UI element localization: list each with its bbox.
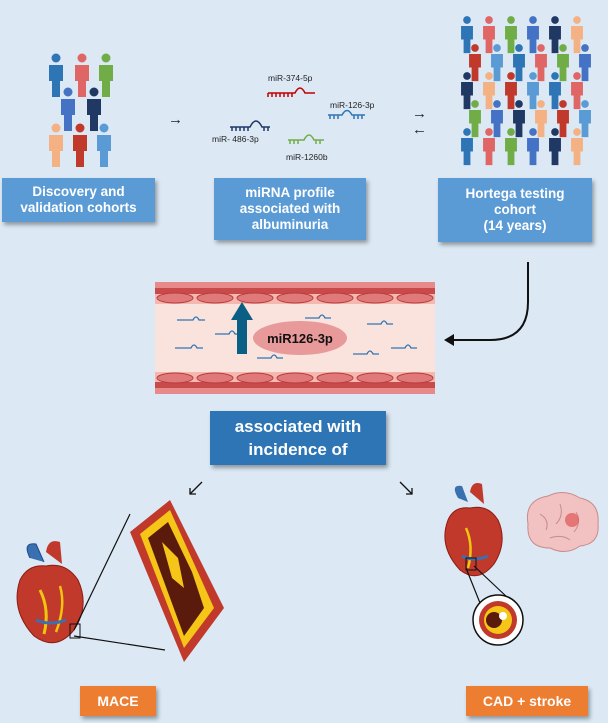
associated-box: associated with incidence of — [210, 411, 386, 465]
heart-icon — [16, 541, 84, 644]
arrow-right-icon: → — [412, 105, 427, 122]
crowd-icon — [461, 16, 591, 166]
zoom-lines — [465, 557, 509, 609]
brain-icon — [526, 492, 599, 552]
mirna-label-126: miR-126-3p — [330, 100, 375, 110]
blood-vessel-illustration — [155, 282, 435, 394]
heart-icon — [444, 483, 503, 577]
mirna-profile-box: miRNA profile associated with albuminuri… — [214, 178, 366, 240]
cad-stroke-label: CAD + stroke — [466, 686, 588, 716]
mirna-label-374: miR-374-5p — [268, 73, 313, 83]
mirna-label-1260: miR-1260b — [286, 152, 328, 162]
artery-plaque-illustration — [130, 500, 224, 662]
zoom-lines — [69, 513, 166, 651]
arrow-down-left-icon — [189, 481, 203, 495]
arrow-right-icon: → — [168, 111, 183, 128]
arrow-left-icon: ← — [412, 121, 427, 138]
box-line: Hortega testing — [465, 186, 565, 201]
mirna-label-486: miR- 486-3p — [212, 134, 259, 144]
mirna-strands-icon — [230, 87, 365, 144]
box-line: albuminuria — [251, 217, 329, 232]
discovery-box: Discovery and validation cohorts — [2, 178, 155, 222]
hortega-box: Hortega testing cohort (14 years) — [438, 178, 592, 242]
box-line: associated with — [234, 417, 362, 436]
people-group-icon — [49, 53, 113, 167]
box-line: associated with — [239, 201, 341, 216]
box-line: miRNA profile — [245, 185, 335, 200]
arrow-down-right-icon — [399, 481, 413, 495]
curved-arrow-icon — [444, 262, 529, 346]
box-line: Discovery and — [32, 184, 125, 199]
mace-label: MACE — [80, 686, 156, 716]
mirna-126-label: miR126-3p — [267, 331, 333, 346]
artery-cross-section-icon — [472, 594, 524, 646]
box-line: cohort — [494, 202, 536, 217]
box-line: (14 years) — [483, 218, 547, 233]
box-line: validation cohorts — [20, 200, 137, 215]
box-line: incidence of — [248, 440, 348, 459]
